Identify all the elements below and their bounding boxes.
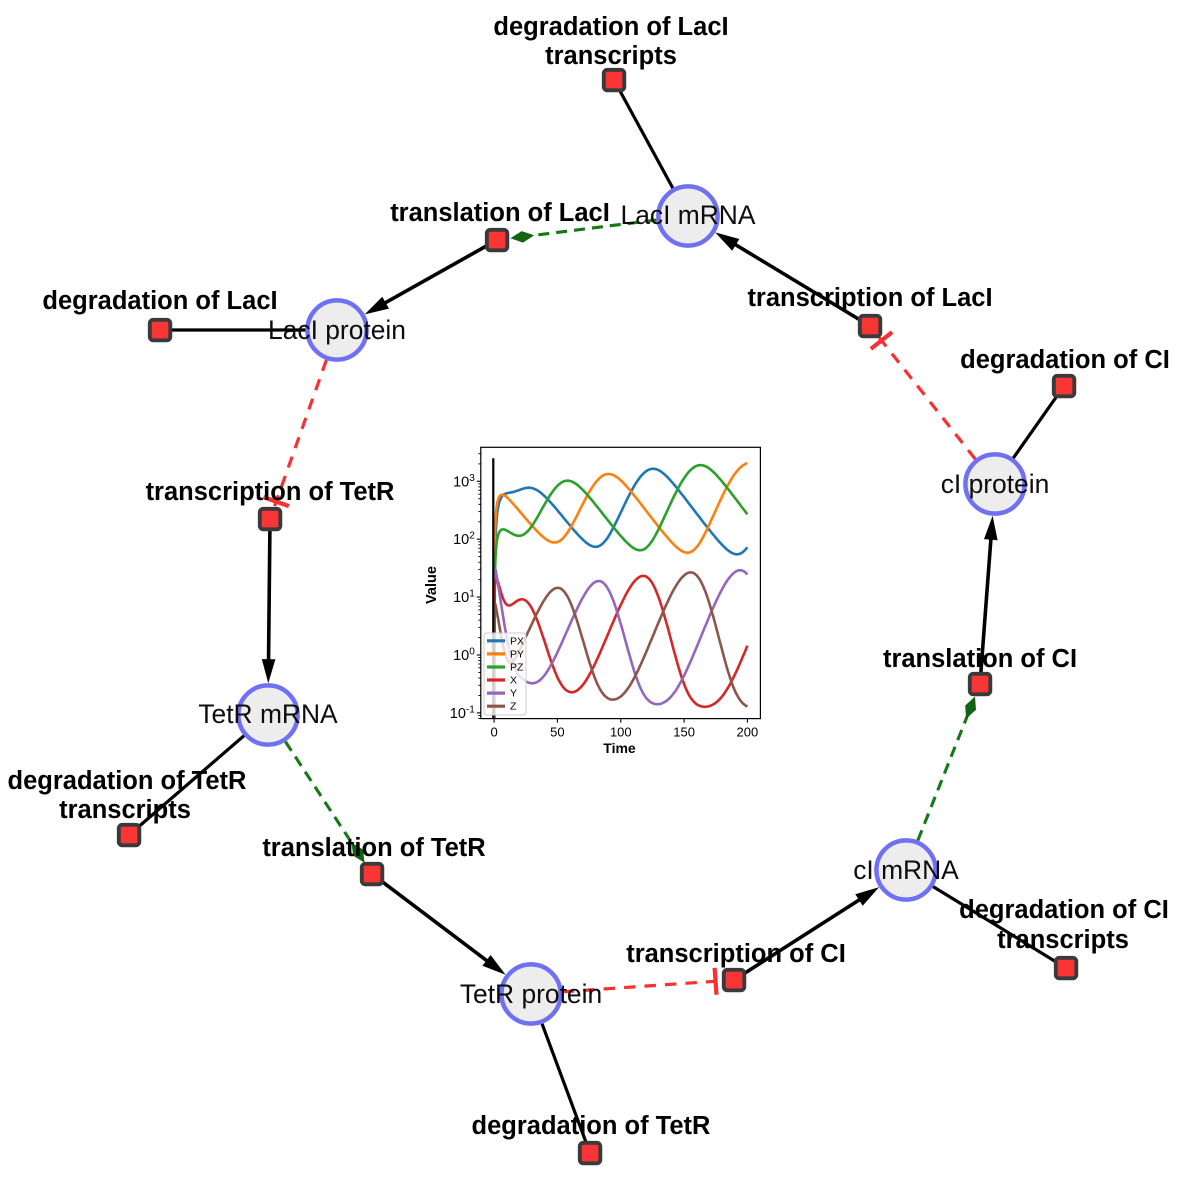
svg-text:X: X (510, 675, 517, 687)
svg-text:translation of TetR: translation of TetR (262, 834, 485, 862)
svg-text:200: 200 (737, 725, 759, 740)
svg-text:0: 0 (490, 725, 497, 740)
svg-text:transcripts: transcripts (997, 926, 1129, 954)
svg-text:transcription of TetR: transcription of TetR (146, 478, 395, 506)
svg-text:Value: Value (424, 566, 440, 604)
svg-text:degradation of LacI: degradation of LacI (42, 287, 277, 315)
svg-text:LacI mRNA: LacI mRNA (621, 200, 756, 230)
svg-text:translation of LacI: translation of LacI (390, 199, 610, 227)
svg-text:transcription of LacI: transcription of LacI (747, 284, 992, 312)
svg-text:50: 50 (550, 725, 564, 740)
svg-text:TetR protein: TetR protein (460, 979, 602, 1009)
svg-text:cI mRNA: cI mRNA (853, 855, 959, 885)
svg-text:transcription of CI: transcription of CI (626, 940, 846, 968)
svg-text:transcripts: transcripts (545, 42, 677, 70)
svg-text:translation of CI: translation of CI (883, 645, 1077, 673)
svg-text:PY: PY (510, 648, 524, 660)
svg-text:degradation of LacI: degradation of LacI (493, 13, 728, 41)
svg-text:degradation of CI: degradation of CI (960, 346, 1170, 374)
svg-text:degradation of TetR: degradation of TetR (472, 1112, 711, 1140)
svg-text:degradation of TetR: degradation of TetR (8, 767, 247, 795)
svg-text:Z: Z (510, 701, 517, 713)
svg-text:TetR mRNA: TetR mRNA (198, 699, 338, 729)
svg-text:150: 150 (673, 725, 695, 740)
svg-text:PX: PX (510, 635, 524, 647)
svg-text:degradation of CI: degradation of CI (959, 896, 1169, 924)
svg-text:Time: Time (603, 740, 636, 756)
svg-text:PZ: PZ (510, 662, 524, 674)
svg-text:LacI protein: LacI protein (268, 315, 406, 345)
svg-text:cI protein: cI protein (941, 469, 1050, 499)
svg-text:100: 100 (610, 725, 632, 740)
svg-text:Y: Y (510, 688, 517, 700)
svg-text:transcripts: transcripts (59, 796, 191, 824)
